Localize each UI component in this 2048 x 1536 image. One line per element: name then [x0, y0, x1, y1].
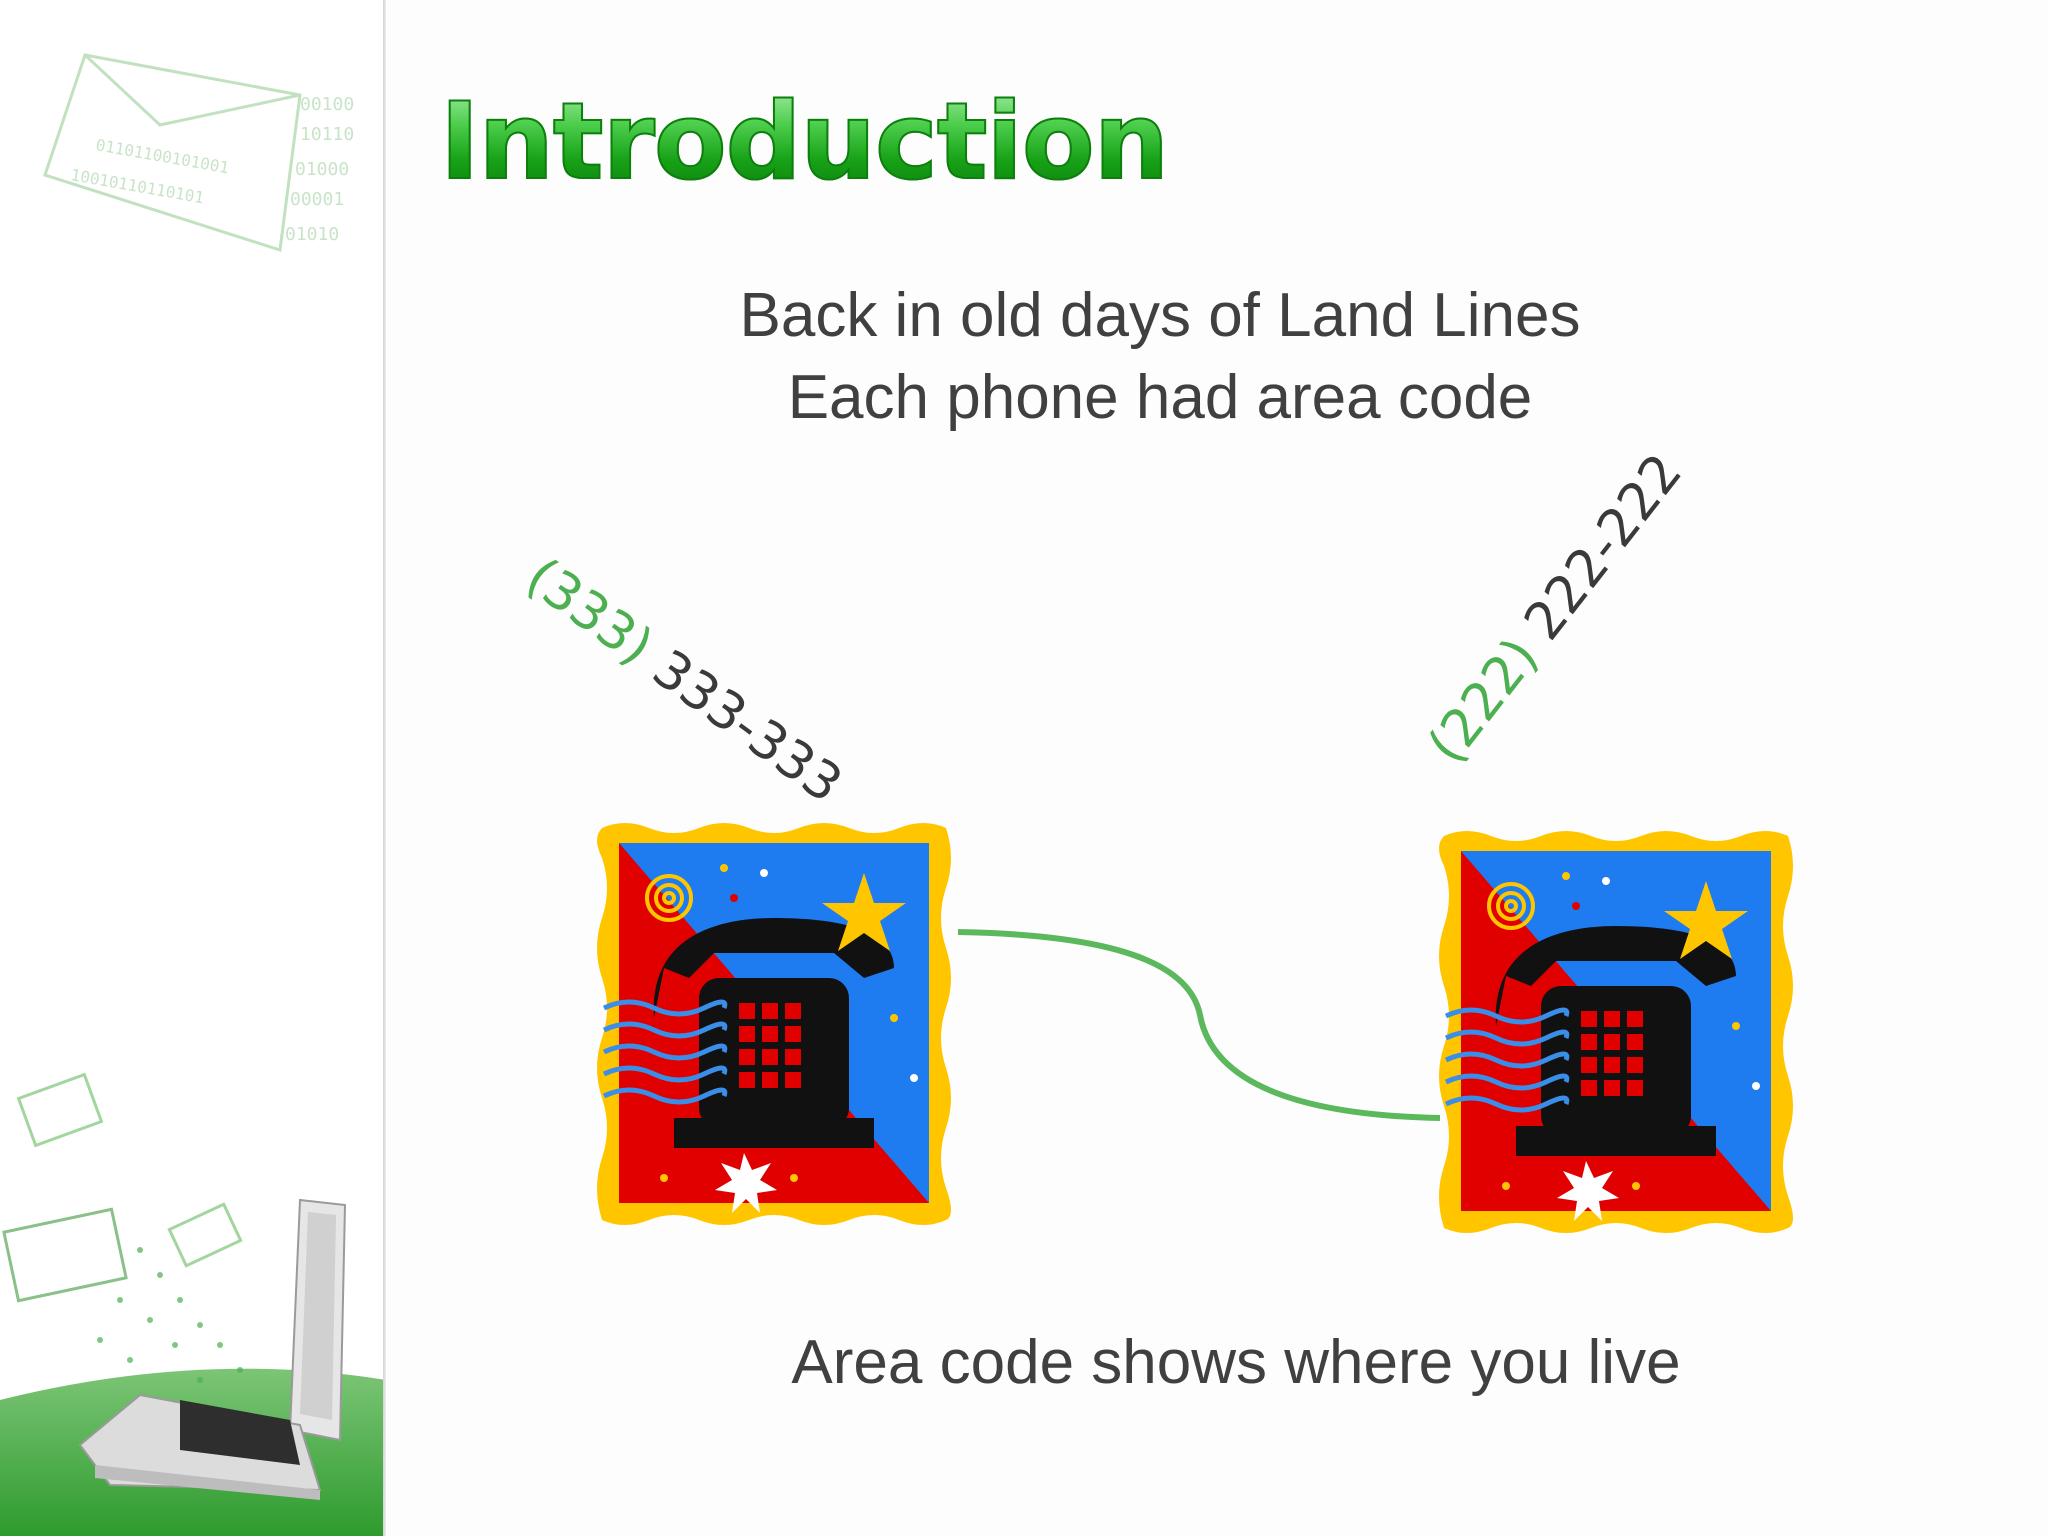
- svg-text:01010: 01010: [285, 224, 339, 245]
- telephone-stamp-icon: [1439, 831, 1793, 1233]
- envelope-stream: [2, 1072, 243, 1383]
- svg-text:00001: 00001: [290, 189, 344, 210]
- sidebar-divider: [383, 0, 386, 1536]
- svg-text:00100: 00100: [300, 94, 354, 115]
- slide-caption: Area code shows where you live: [791, 1328, 1681, 1397]
- sidebar-decoration: 01101100101001 10010110110101 00100 1011…: [0, 0, 386, 1536]
- body-line-2: Each phone had area code: [787, 363, 1533, 432]
- svg-text:10110: 10110: [300, 124, 354, 145]
- sidebar-art: 01101100101001 10010110110101 00100 1011…: [0, 53, 386, 1536]
- telephone-stamp-icon: [597, 823, 951, 1225]
- body-line-1: Back in old days of Land Lines: [739, 281, 1581, 350]
- svg-text:01000: 01000: [295, 159, 349, 180]
- laptop-icon: [78, 1198, 347, 1500]
- slide-title: Introduction: [439, 79, 1170, 204]
